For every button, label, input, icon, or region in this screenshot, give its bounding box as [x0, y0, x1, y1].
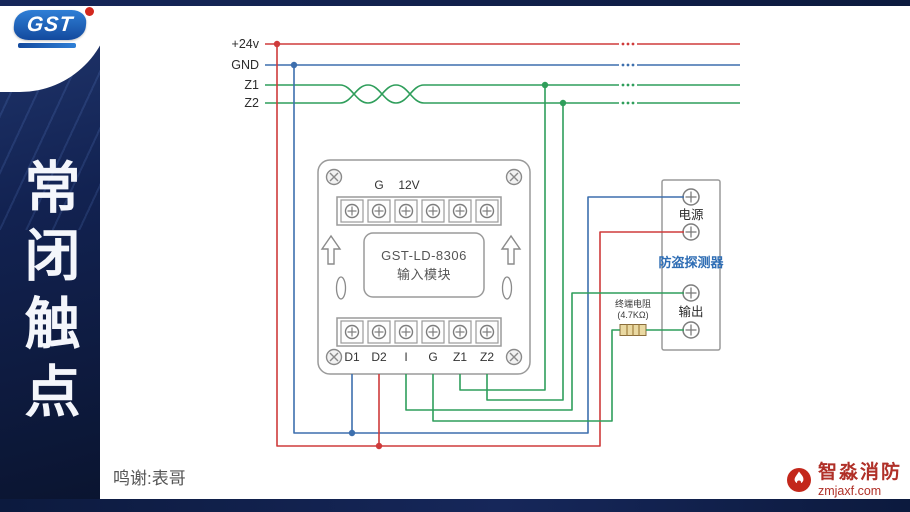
junction-dot [375, 442, 383, 450]
wire-break-dot [626, 101, 630, 105]
corner-screw-icon [325, 168, 343, 186]
junction-dot [290, 61, 298, 69]
resistor-label: 终端电阻 [615, 298, 651, 309]
wire-break-dot [631, 101, 635, 105]
wire-module-z2-to-bus [486, 103, 564, 401]
module-nameplate [363, 232, 485, 298]
bottom-strip [0, 499, 910, 512]
module-type-text: 输入模块 [397, 267, 451, 282]
module-bottom-terminal-label: Z1 [453, 350, 467, 364]
wire-break-dot [621, 83, 625, 87]
twisted-pair-strand-b [339, 84, 425, 104]
module-bottom-terminal-label: D1 [344, 350, 360, 364]
bus-label-gnd: GND [231, 58, 259, 72]
terminals: D1 D2 I G Z1 Z2 G 12V [340, 178, 700, 364]
watermark-url: zmjaxf.com [817, 483, 882, 498]
credits-text: 鸣谢:表哥 [113, 469, 186, 488]
up-arrow-icon [320, 234, 342, 265]
module-top-terminal-label: 12V [398, 178, 419, 192]
junction-dot [348, 429, 356, 437]
wire-break-dot [621, 101, 625, 105]
junction-dot [559, 99, 567, 107]
detector-output-label: 输出 [678, 304, 703, 319]
detector-power-label: 电源 [678, 208, 704, 222]
gst-logo-text: GST [25, 13, 75, 36]
terminal-resistor: 终端电阻 (4.7KΩ) [615, 298, 651, 336]
junction-dot [541, 81, 549, 89]
wire-break-dot [621, 63, 625, 67]
corner-screw-icon [505, 168, 523, 186]
module-bottom-terminal-label: D2 [371, 350, 387, 364]
module-bottom-terminal-strip [336, 317, 502, 347]
wire-module-z1-to-bus [459, 85, 546, 391]
detector-outline [661, 179, 721, 351]
module-model-text: GST-LD-8306 [381, 248, 467, 263]
wire-break-dot [631, 83, 635, 87]
top-strip [0, 0, 910, 6]
gst-logo-star-icon [85, 7, 94, 16]
mounting-slot [335, 276, 347, 300]
gst-logo: GST [12, 7, 100, 56]
junction-dot [273, 40, 281, 48]
up-arrow-icon [500, 234, 522, 265]
wire-24v-to-detector-power [276, 44, 684, 447]
wires [265, 39, 740, 450]
detector-title: 防盗探测器 [658, 255, 724, 270]
gst-logo-underline [18, 43, 76, 48]
bus-label-z2: Z2 [244, 96, 259, 110]
page-title-vertical: 常闭触点 [17, 158, 80, 430]
watermark: 智淼消防 zmjaxf.com [786, 462, 902, 498]
wire-module-g-to-resistor [432, 329, 620, 422]
mounting-slot [501, 276, 513, 300]
wire-gnd-to-detector-power [293, 65, 684, 434]
module-bottom-terminal-label: Z2 [480, 350, 494, 364]
burglar-detector: 电源 防盗探测器 输出 [658, 179, 724, 351]
wire-break-dot [621, 42, 625, 46]
flame-icon [786, 468, 811, 493]
module-bottom-terminal-label: I [404, 350, 407, 364]
wire-break-dot [626, 42, 630, 46]
wire-break-dot [626, 83, 630, 87]
corner-screw-icon [325, 348, 343, 366]
resistor-value: (4.7KΩ) [617, 310, 648, 320]
wire-break-dot [631, 63, 635, 67]
gst-logo-badge: GST [12, 10, 88, 40]
wire-break-dot [631, 42, 635, 46]
bus-label-24v: +24v [232, 37, 260, 51]
watermark-brand: 智淼消防 [817, 462, 902, 483]
module-bottom-terminal-label: G [428, 350, 437, 364]
corner-screw-icon [505, 348, 523, 366]
wire-break-dot [626, 63, 630, 67]
module-top-terminal-strip [336, 196, 502, 226]
module-top-terminal-label: G [374, 178, 383, 192]
bus-label-z1: Z1 [244, 78, 259, 92]
wire-module-i-to-detector-output [405, 292, 684, 411]
